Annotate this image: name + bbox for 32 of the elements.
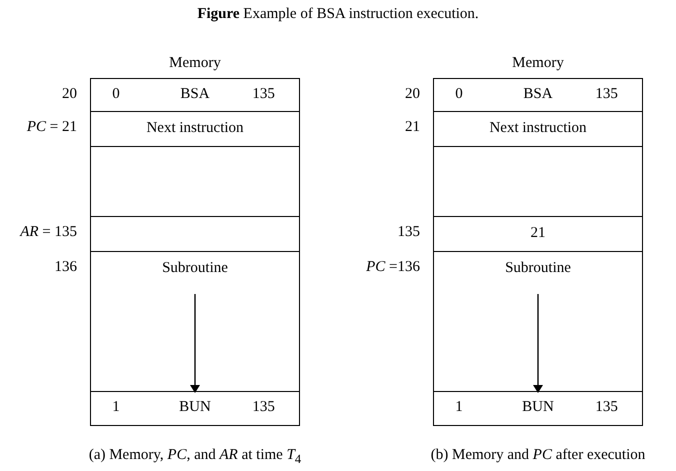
arrow: [190, 294, 200, 393]
word-field: 0: [112, 86, 120, 103]
address-label: AR = 135: [20, 224, 77, 241]
address-field: 135: [595, 399, 618, 416]
address-label: PC =136: [366, 259, 420, 276]
address-field: 135: [595, 86, 618, 103]
figure-title: Figure Example of BSA instruction execution.: [196, 6, 480, 23]
address-label: 136: [54, 259, 77, 276]
opcode-text: BSA: [523, 86, 553, 103]
word-content: Next instruction: [489, 120, 587, 137]
memory-heading: Memory: [512, 55, 564, 72]
address-label: 135: [398, 224, 420, 241]
opcode-text: BUN: [522, 399, 554, 416]
figure-caption: (b) Memory and PC after execution: [430, 447, 646, 464]
address-field: 135: [252, 399, 275, 416]
word-field: 1: [112, 399, 120, 416]
opcode-text: BUN: [179, 399, 211, 416]
address-label: PC = 21: [26, 119, 77, 136]
address-label: 21: [405, 119, 420, 136]
word-content: Subroutine: [505, 260, 571, 277]
word-content: Next instruction: [146, 120, 244, 137]
word-content: Subroutine: [162, 260, 228, 277]
figure-caption: (a) Memory, PC, and AR at time T$_{4}$: [88, 447, 302, 467]
address-label: 20: [405, 86, 420, 103]
arrow: [533, 294, 543, 393]
memory-heading: Memory: [169, 55, 221, 72]
word-field: 0: [455, 86, 463, 103]
word-field: 1: [455, 399, 463, 416]
address-field: 135: [252, 86, 275, 103]
address-label: 20: [62, 86, 77, 103]
opcode-text: BSA: [180, 86, 210, 103]
word-content: 21: [530, 225, 546, 242]
